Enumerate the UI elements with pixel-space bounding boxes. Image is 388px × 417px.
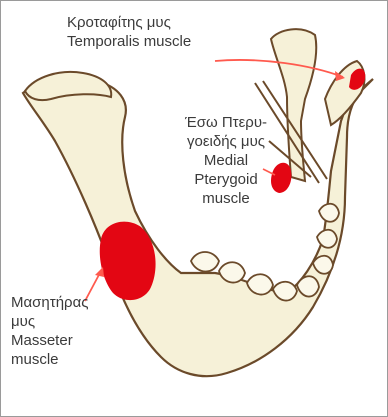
masseter-arrowhead <box>95 267 104 277</box>
temporalis-greek: Κροταφίτης μυς <box>67 13 191 32</box>
medial-english-line1: Medial <box>161 151 291 170</box>
temporalis-label: Κροταφίτης μυς Temporalis muscle <box>67 13 191 51</box>
medial-english-line2: Pterygoid <box>161 170 291 189</box>
temporalis-pointer <box>215 60 343 77</box>
medial-english-line3: muscle <box>161 189 291 208</box>
temporalis-english: Temporalis muscle <box>67 32 191 51</box>
masseter-english-line2: muscle <box>11 350 88 369</box>
masseter-greek-line2: μυς <box>11 312 88 331</box>
medial-pterygoid-label: Έσω Πτερυ- γοειδής μυς Medial Pterygoid … <box>161 113 291 208</box>
medial-greek-line1: Έσω Πτερυ- <box>161 113 291 132</box>
medial-greek-line2: γοειδής μυς <box>161 132 291 151</box>
masseter-greek-line1: Μασητήρας <box>11 293 88 312</box>
masseter-english-line1: Masseter <box>11 331 88 350</box>
masseter-label: Μασητήρας μυς Masseter muscle <box>11 293 88 369</box>
